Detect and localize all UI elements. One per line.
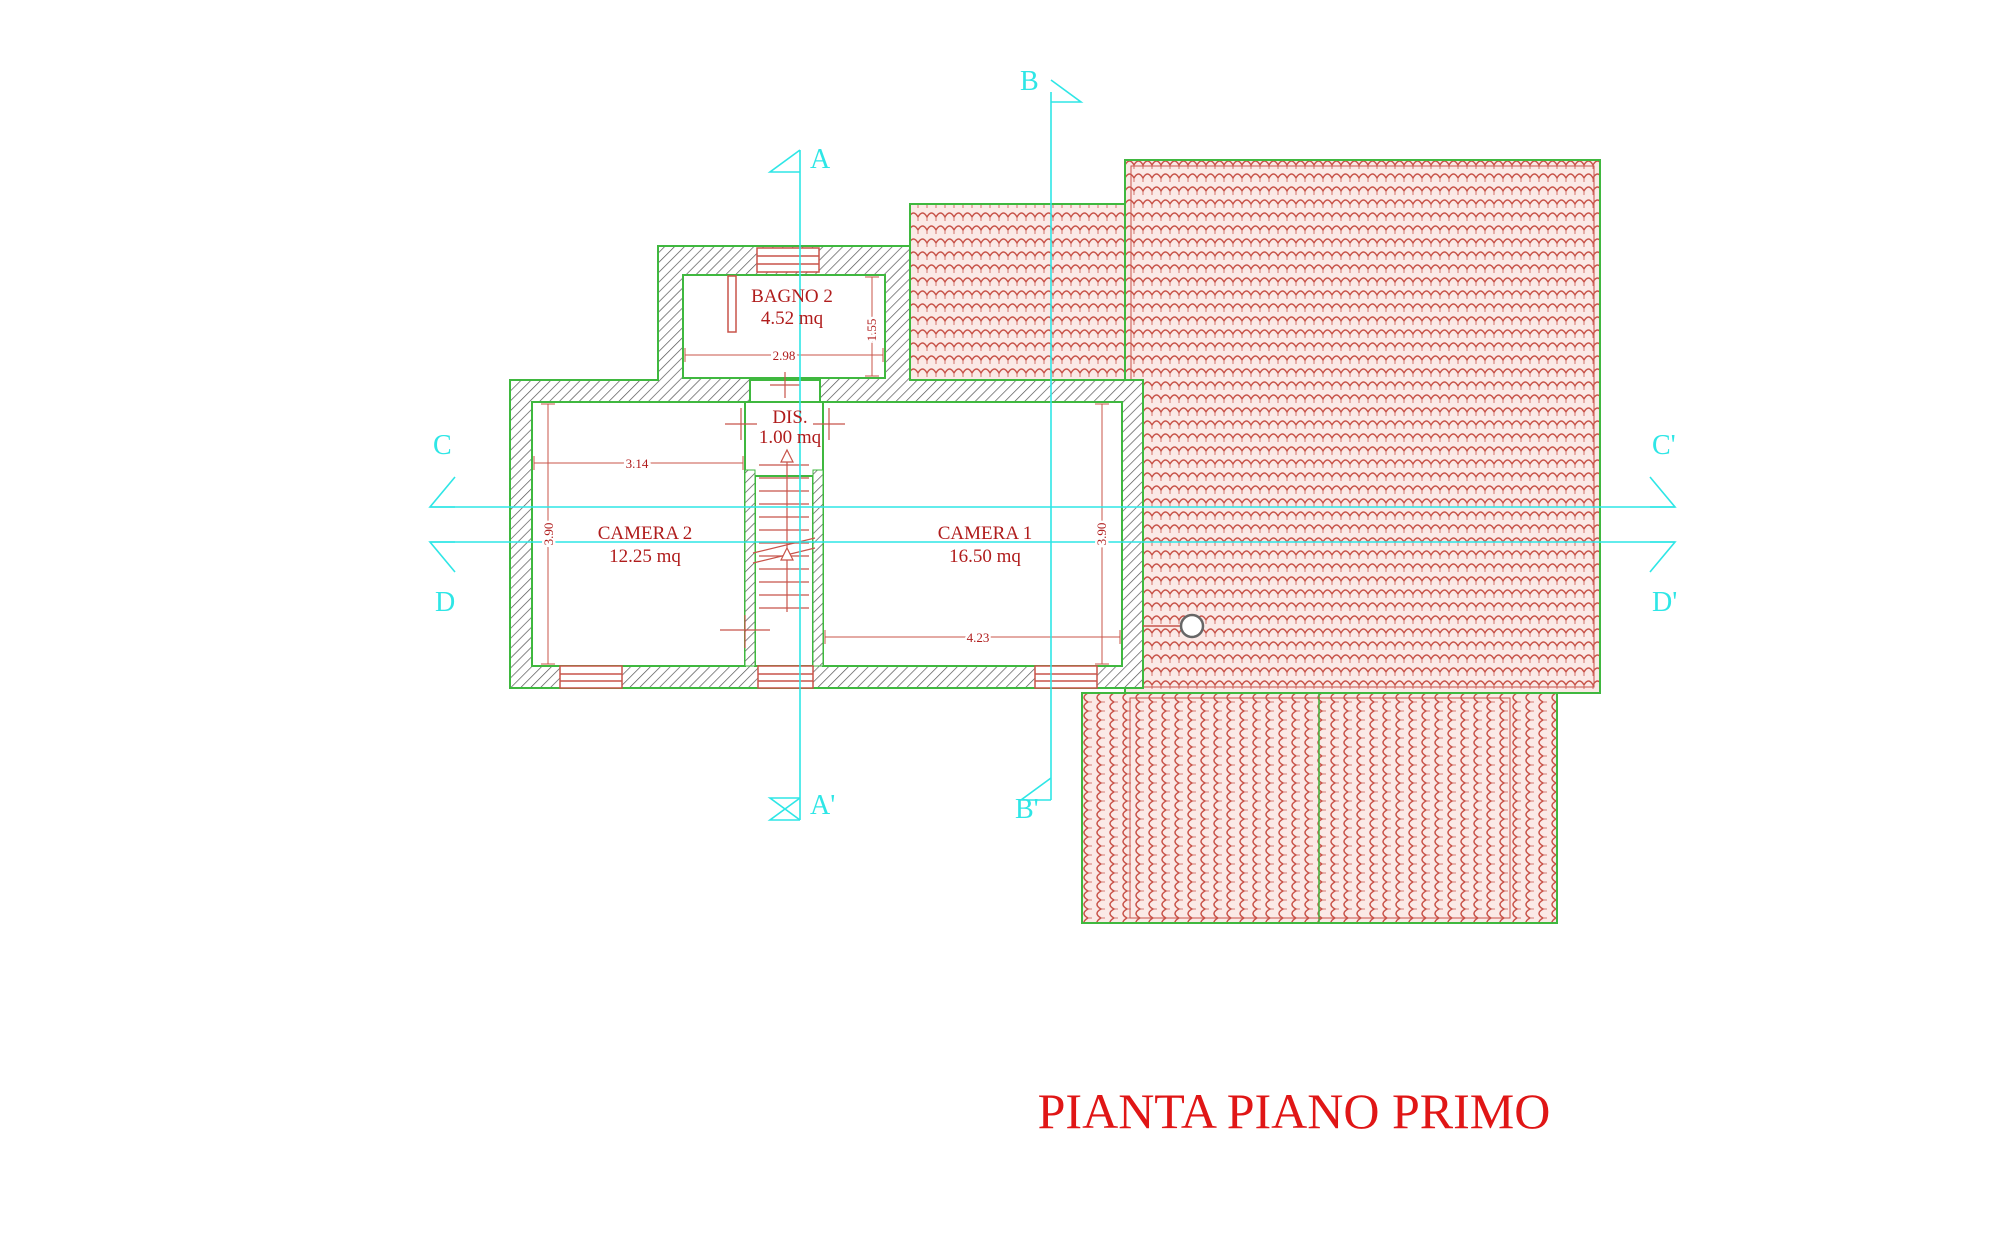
downspout-icon: [1179, 613, 1205, 639]
room-name-bagno2: BAGNO 2: [751, 286, 833, 307]
section-label-a: A: [810, 144, 831, 175]
dim-camera1-width: 4.23: [967, 630, 990, 645]
section-label-b: B: [1020, 66, 1039, 97]
roof-small: [909, 203, 1126, 381]
dimension-lines: [533, 276, 1121, 665]
downspout: [1143, 613, 1205, 639]
dim-camera1-depth: 3.90: [1094, 523, 1109, 546]
dim-bagno-depth: 1.55: [864, 319, 879, 342]
stair-break-line: [752, 537, 816, 554]
section-label-a-prime: A': [810, 790, 835, 821]
window-bagno: [756, 247, 820, 273]
bathroom-radiator: [727, 275, 737, 333]
dim-bagno-width: 2.98: [773, 348, 796, 363]
stair-wall-left: [744, 469, 756, 667]
room-name-dis: DIS.: [772, 407, 807, 428]
room-area-bagno2: 4.52 mq: [761, 308, 824, 329]
section-label-b-prime: B': [1015, 794, 1039, 825]
window-camera1: [1034, 665, 1098, 689]
roof-tiles: [909, 159, 1601, 924]
walls: [509, 245, 1144, 689]
section-label-c: C: [433, 430, 452, 461]
window-camera2: [559, 665, 623, 689]
roof-lower-inner: [1129, 697, 1511, 919]
roof-main: [1124, 159, 1601, 694]
section-lines: [428, 79, 1677, 821]
room-area-dis: 1.00 mq: [759, 427, 822, 448]
windows: [559, 247, 1098, 689]
dim-camera2-width: 3.14: [626, 456, 649, 471]
plan-title: PIANTA PIANO PRIMO: [1038, 1083, 1551, 1139]
stair-wall-right: [812, 469, 824, 667]
stair-arrow-head: [780, 448, 794, 463]
section-label-c-prime: C': [1652, 430, 1676, 461]
room-name-camera2: CAMERA 2: [598, 523, 693, 544]
room-area-camera2: 12.25 mq: [609, 546, 681, 567]
window-stair: [757, 665, 814, 689]
dim-camera2-depth: 3.90: [541, 523, 556, 546]
room-area-camera1: 16.50 mq: [949, 546, 1021, 567]
room-name-camera1: CAMERA 1: [938, 523, 1033, 544]
section-label-d: D: [435, 587, 455, 618]
section-label-d-prime: D': [1652, 587, 1677, 618]
